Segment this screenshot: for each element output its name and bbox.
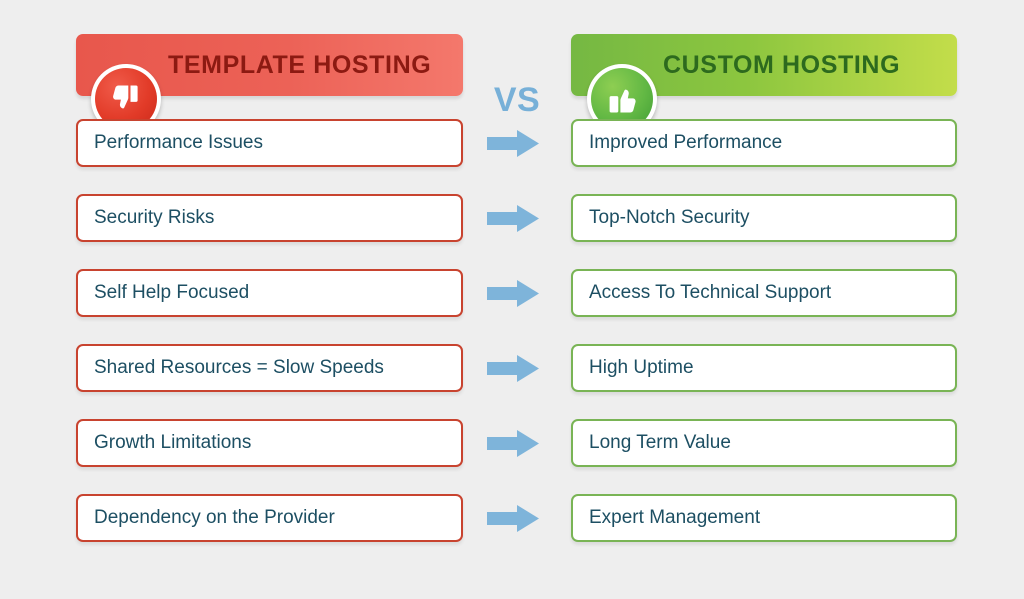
header-row: TEMPLATE HOSTING CUSTOM HOSTING [0,34,1024,134]
table-row: Shared Resources = Slow Speeds High Upti… [0,344,1024,394]
custom-hosting-cell[interactable]: Improved Performance [571,119,957,167]
comparison-rows: Performance Issues Improved Performance … [0,119,1024,569]
cell-label: Self Help Focused [94,282,250,303]
template-hosting-cell[interactable]: Security Risks [76,194,463,242]
right-arrow-icon [487,430,539,457]
table-row: Self Help Focused Access To Technical Su… [0,269,1024,319]
template-hosting-cell[interactable]: Performance Issues [76,119,463,167]
right-arrow-icon [487,355,539,382]
cell-label: Shared Resources = Slow Speeds [94,357,384,378]
template-hosting-cell[interactable]: Growth Limitations [76,419,463,467]
custom-hosting-cell[interactable]: High Uptime [571,344,957,392]
vs-label: VS [493,81,541,119]
template-hosting-title: TEMPLATE HOSTING [168,50,432,79]
cell-label: High Uptime [589,357,694,378]
cell-label: Top-Notch Security [589,207,750,228]
right-arrow-icon [487,130,539,157]
custom-hosting-cell[interactable]: Top-Notch Security [571,194,957,242]
cell-label: Expert Management [589,507,761,528]
table-row: Security Risks Top-Notch Security [0,194,1024,244]
cell-label: Long Term Value [589,432,731,453]
template-hosting-cell[interactable]: Dependency on the Provider [76,494,463,542]
custom-hosting-cell[interactable]: Access To Technical Support [571,269,957,317]
table-row: Performance Issues Improved Performance [0,119,1024,169]
custom-hosting-cell[interactable]: Expert Management [571,494,957,542]
right-arrow-icon [487,205,539,232]
cell-label: Improved Performance [589,132,783,153]
cell-label: Dependency on the Provider [94,507,335,528]
custom-hosting-cell[interactable]: Long Term Value [571,419,957,467]
table-row: Growth Limitations Long Term Value [0,419,1024,469]
cell-label: Security Risks [94,207,215,228]
table-row: Dependency on the Provider Expert Manage… [0,494,1024,544]
cell-label: Access To Technical Support [589,282,832,303]
cell-label: Performance Issues [94,132,263,153]
right-arrow-icon [487,505,539,532]
template-hosting-cell[interactable]: Shared Resources = Slow Speeds [76,344,463,392]
right-arrow-icon [487,280,539,307]
template-hosting-cell[interactable]: Self Help Focused [76,269,463,317]
custom-hosting-title: CUSTOM HOSTING [663,50,901,79]
cell-label: Growth Limitations [94,432,252,453]
